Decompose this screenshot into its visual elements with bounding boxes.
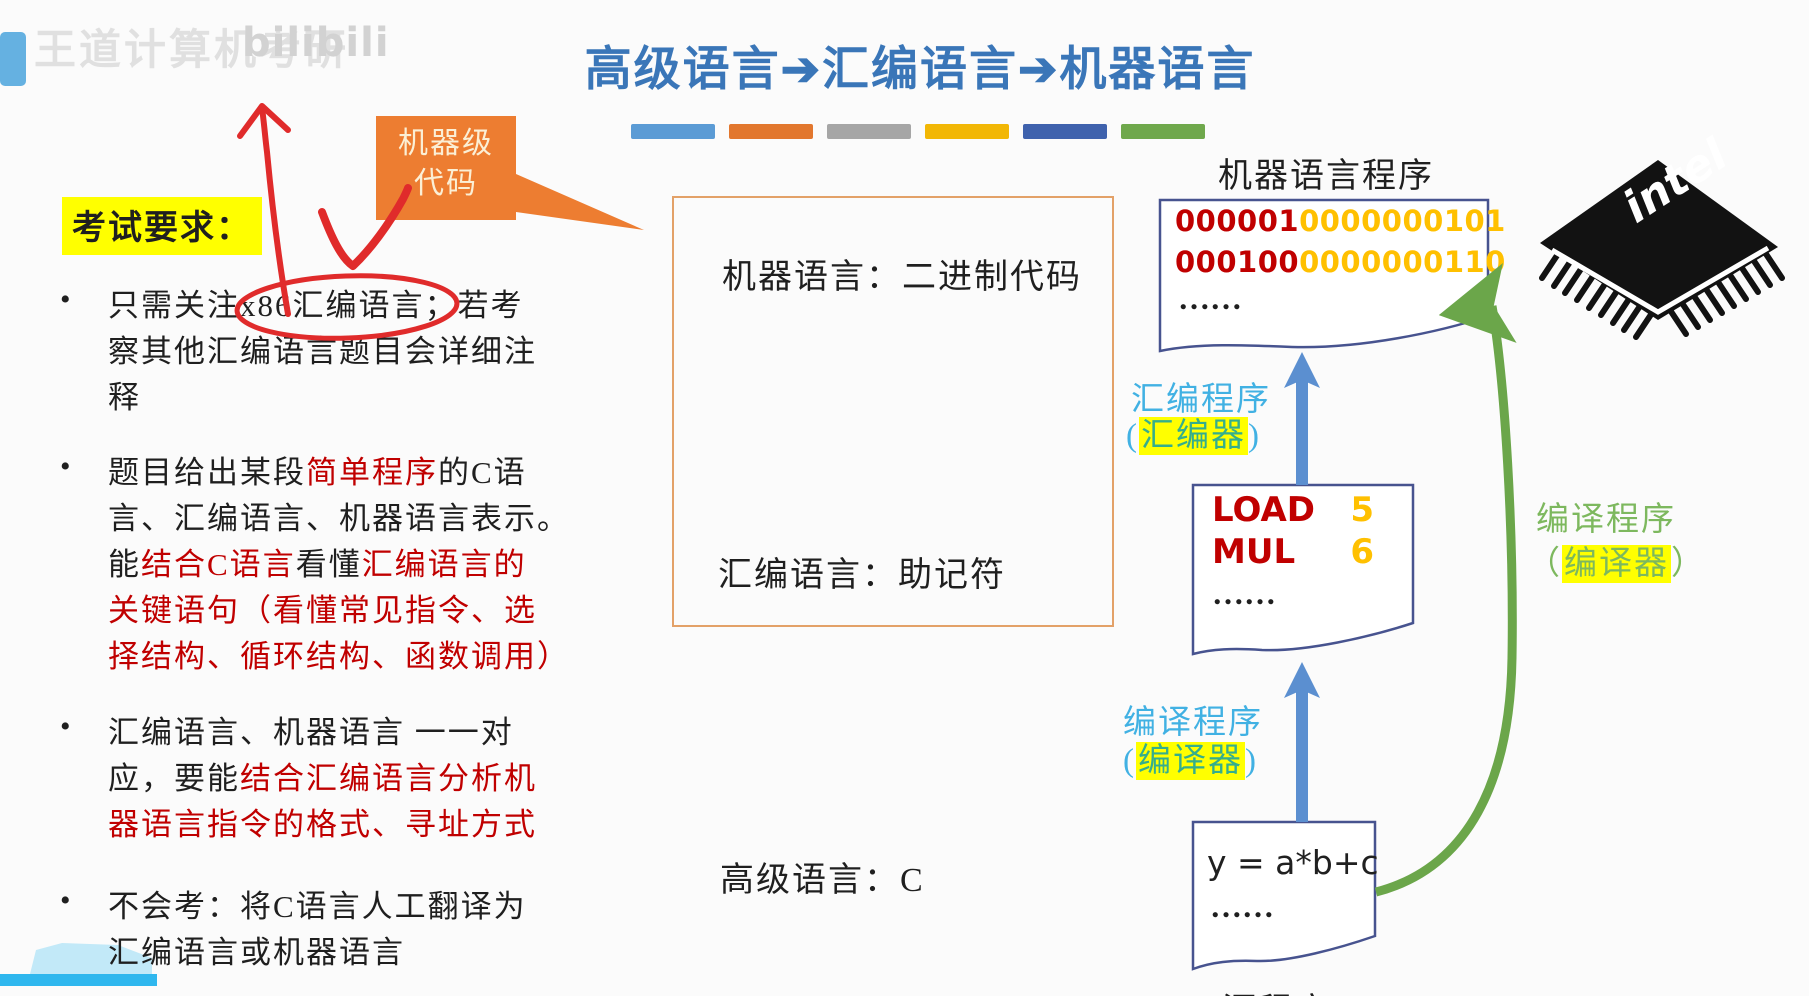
source-code-text: y = a*b+c xyxy=(1207,843,1379,882)
callout-tail xyxy=(516,174,644,230)
binary-ellipsis: …… xyxy=(1178,280,1242,316)
compile-arrowhead xyxy=(1284,662,1320,698)
assembler-tool-highlight: 汇编器 xyxy=(1139,417,1248,455)
direct-compile-arrow xyxy=(1374,263,1517,897)
compiler-program-label-green: 编译程序 xyxy=(1536,502,1676,538)
divider-bar xyxy=(925,124,1009,139)
divider-bar xyxy=(631,124,715,139)
divider-bars xyxy=(631,124,1205,139)
red-arrowhead xyxy=(237,103,291,139)
watermark-logo-mark xyxy=(0,32,26,86)
callout-line2: 代码 xyxy=(414,167,478,200)
divider-bar xyxy=(729,124,813,139)
paren-close: ) xyxy=(1248,418,1261,454)
divider-bar xyxy=(1121,124,1205,139)
divider-bar xyxy=(1023,124,1107,139)
asm-opcode: MUL xyxy=(1212,532,1296,572)
assembly-instruction-row: LOAD 5 xyxy=(1212,490,1374,530)
binary-code-row: 0000010000000101 xyxy=(1175,204,1506,238)
watermark-channel-text: 王道计算机考研 xyxy=(34,28,350,74)
source-ellipsis: …… xyxy=(1210,888,1274,924)
assembler-tool-label: (汇编器) xyxy=(1126,408,1261,456)
paren-close: ） xyxy=(1671,546,1706,582)
intel-chip-illustration: intel xyxy=(1539,129,1785,340)
assembly-ellipsis: …… xyxy=(1212,575,1276,611)
machine-language-definition: 机器语言：二进制代码 xyxy=(722,259,1082,296)
compiler-tool-label-green: （编译器） xyxy=(1527,536,1706,584)
asm-opcode: LOAD xyxy=(1212,490,1315,530)
compiler-tool-highlight: 编译器 xyxy=(1136,742,1245,780)
bilibili-watermark: bilibili xyxy=(242,20,390,66)
assembler-program-label: 汇编程序 xyxy=(1131,382,1271,418)
binary-code-row: 0001000000000110 xyxy=(1175,245,1506,279)
asm-operand: 6 xyxy=(1350,532,1374,572)
machine-program-title: 机器语言程序 xyxy=(1218,158,1434,195)
paren-open: ( xyxy=(1123,743,1136,779)
compiler-tool-highlight: 编译器 xyxy=(1562,545,1671,583)
paren-open: （ xyxy=(1527,546,1562,582)
high-level-language-definition: 高级语言：C xyxy=(720,862,925,899)
machine-level-code-callout: 机器级 代码 xyxy=(376,116,516,220)
paren-open: ( xyxy=(1126,418,1139,454)
paren-close: ) xyxy=(1245,743,1258,779)
compiler-tool-label-blue: (编译器) xyxy=(1123,733,1258,781)
divider-bar xyxy=(827,124,911,139)
compiler-program-label-blue: 编译程序 xyxy=(1123,705,1263,741)
source-program-caption: 源程序 xyxy=(1222,983,1330,996)
callout-line1: 机器级 xyxy=(398,127,494,160)
asm-operand: 5 xyxy=(1350,490,1374,530)
intel-logo-text: intel xyxy=(1614,129,1737,233)
language-definitions-box xyxy=(672,196,1114,627)
page-title: 高级语言➔汇编语言➔机器语言 xyxy=(584,44,1256,96)
assembly-language-definition: 汇编语言：助记符 xyxy=(718,557,1006,594)
assembly-instruction-row: MUL 6 xyxy=(1212,532,1374,572)
exam-requirements-heading: 考试要求： xyxy=(62,197,262,255)
assemble-arrowhead xyxy=(1284,352,1320,388)
exam-bullet: 题目给出某段简单程序的C语言、汇编语言、机器语言表示。能结合C语言看懂汇编语言的… xyxy=(60,450,620,680)
